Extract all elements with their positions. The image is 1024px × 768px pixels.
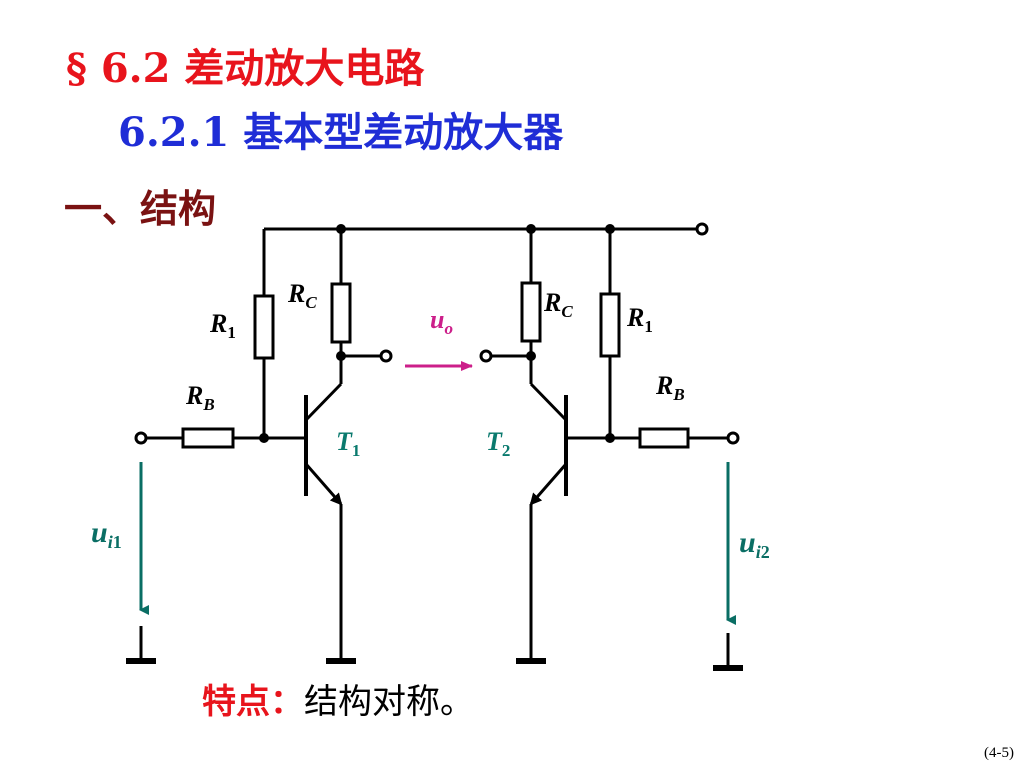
junction-dots <box>259 224 615 443</box>
resistor-r1-right <box>599 292 621 358</box>
label-uo: uo <box>430 305 453 338</box>
input-terminal-right <box>726 431 740 445</box>
feature-label: 特点： <box>202 682 304 722</box>
label-rc-left: RC <box>287 279 317 312</box>
feature-note: 特点：结构对称。 <box>202 674 474 723</box>
structure-heading: 一、结构 <box>64 186 217 231</box>
input-terminal-left <box>134 431 148 445</box>
supply-terminal <box>695 222 709 236</box>
output-terminal-right <box>479 349 493 363</box>
label-r1-left: R1 <box>209 309 236 342</box>
resistor-rc-left <box>330 282 352 344</box>
label-t1: T1 <box>336 427 360 460</box>
label-rc-right: RC <box>543 288 573 321</box>
label-ui2: ui2 <box>739 526 770 562</box>
page-title: § 6.2 差动放大电路 <box>66 45 425 92</box>
label-ui1: ui1 <box>91 516 122 552</box>
label-r1-right: R1 <box>626 303 653 336</box>
resistor-rb-left <box>181 427 235 449</box>
resistor-rc-right <box>520 281 542 343</box>
resistor-r1-left <box>253 294 275 360</box>
output-terminal-left <box>379 349 393 363</box>
section-subtitle: 6.2.1 基本型差动放大器 <box>118 109 564 156</box>
resistor-rb-right <box>638 427 690 449</box>
label-rb-right: RB <box>655 371 685 404</box>
page-number: (4-5) <box>984 745 1014 761</box>
label-t2: T2 <box>486 427 510 460</box>
feature-text: 结构对称。 <box>304 682 474 722</box>
label-rb-left: RB <box>185 381 215 414</box>
